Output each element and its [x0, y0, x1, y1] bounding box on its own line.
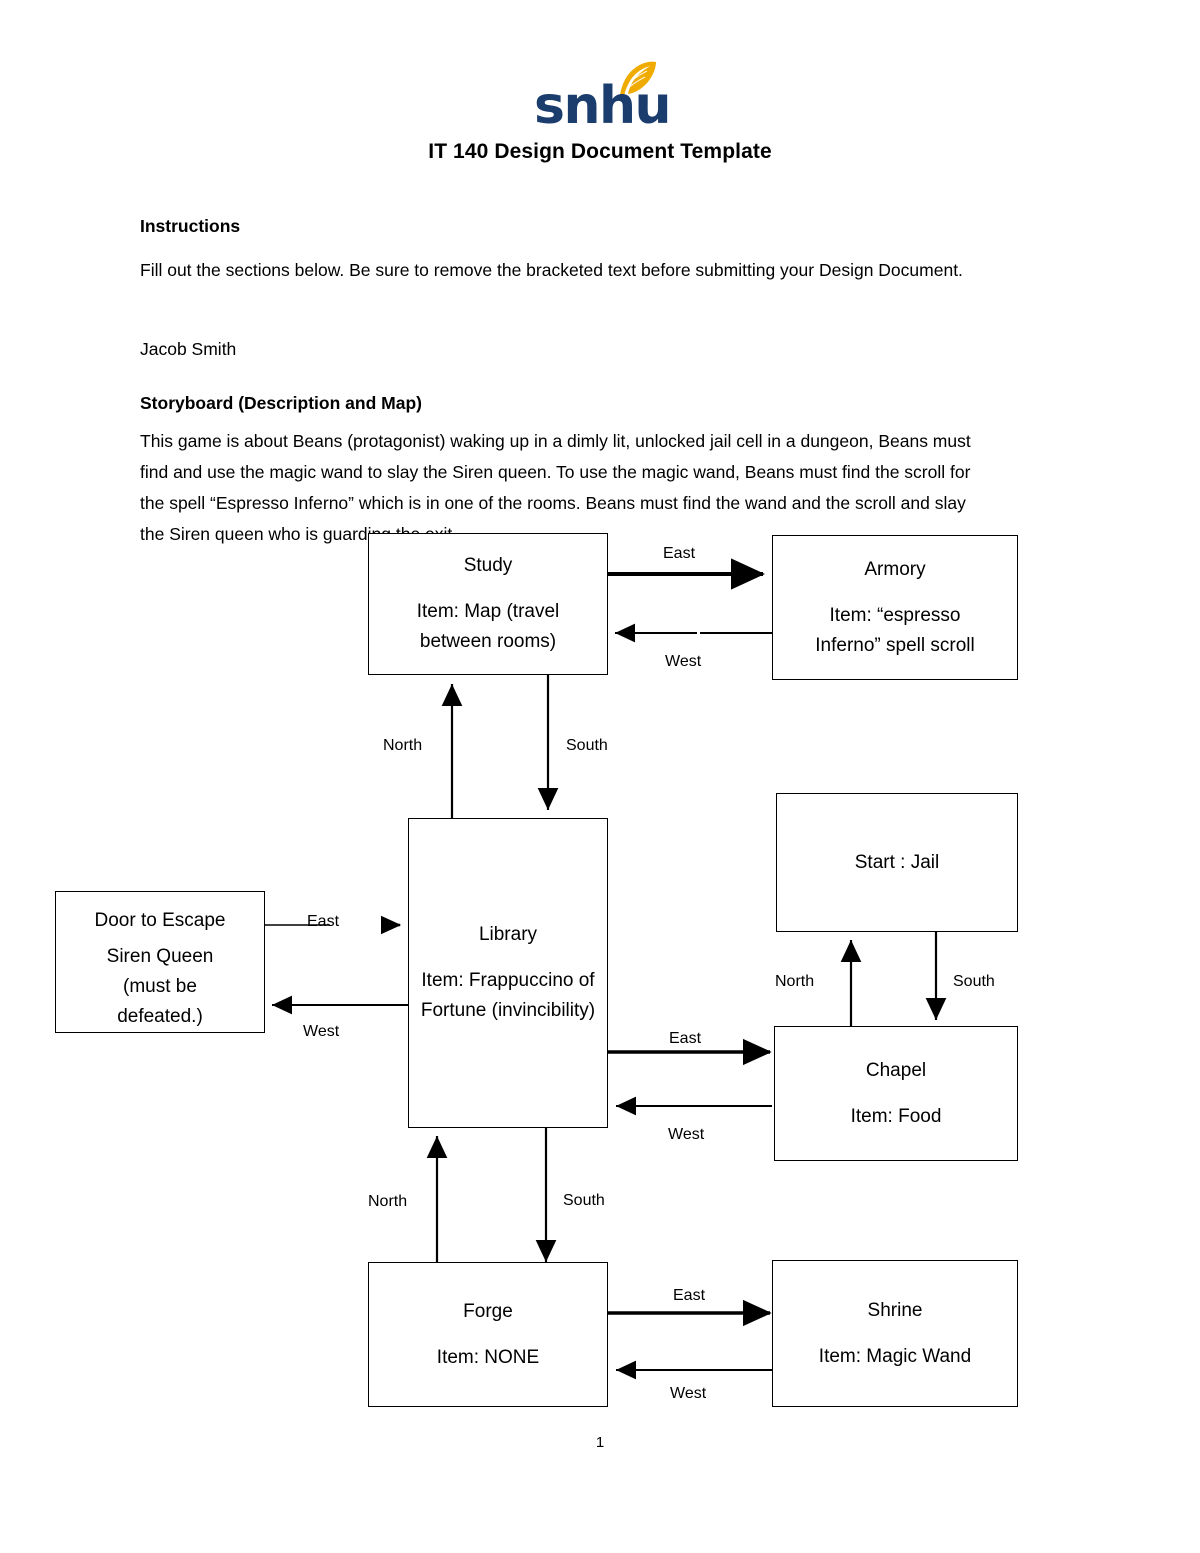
storyboard-heading: Storyboard (Description and Map) — [140, 393, 422, 413]
edge-label-armory-study-west: West — [665, 653, 702, 670]
edge-label-library-forge-south: South — [563, 1192, 605, 1209]
room-title: Door to Escape — [94, 910, 226, 931]
edge-label-library-chapel-east: East — [669, 1030, 702, 1047]
room-title: Armory — [864, 558, 926, 580]
room-item: Item: “espresso Inferno” spell scroll — [815, 604, 975, 656]
room-box-armory[interactable]: Armory Item: “espresso Inferno” spell sc… — [772, 535, 1018, 680]
room-item: Item: Magic Wand — [818, 1345, 972, 1367]
room-title: Forge — [463, 1300, 513, 1322]
room-box-library[interactable]: Library Item: Frappuccino of Fortune (in… — [408, 818, 608, 1128]
edge-label-chapel-jail-north: North — [775, 973, 815, 990]
edge-label-forge-shrine-east: East — [673, 1287, 706, 1304]
snhu-logo: snhu — [0, 61, 1200, 136]
room-box-study[interactable]: Study Item: Map (travel between rooms) — [368, 533, 608, 675]
room-box-jail[interactable]: Start : Jail — [776, 793, 1018, 932]
room-box-door-to-escape[interactable]: Door to Escape Siren Queen (must be defe… — [55, 891, 265, 1033]
feather-icon — [620, 61, 656, 96]
page-title: IT 140 Design Document Template — [428, 140, 772, 163]
room-item: Item: Food — [850, 1105, 942, 1127]
edge-label-study-armory-east: East — [663, 545, 696, 562]
edge-label-library-study-north: North — [383, 737, 423, 754]
room-title: Start : Jail — [854, 851, 940, 873]
room-title: Chapel — [865, 1059, 927, 1081]
storyboard-body: This game is about Beans (protagonist) w… — [140, 431, 971, 544]
edge-label-chapel-library-west: West — [668, 1126, 705, 1143]
edge-label-study-library-south: South — [566, 737, 608, 754]
author-name: Jacob Smith — [140, 339, 237, 359]
page-number: 1 — [595, 1434, 605, 1451]
room-item: Siren Queen (must be defeated.) — [106, 946, 214, 1027]
room-title: Study — [463, 555, 513, 576]
edge-label-jail-chapel-south: South — [953, 973, 995, 990]
instructions-heading: Instructions — [140, 216, 241, 236]
room-box-shrine[interactable]: Shrine Item: Magic Wand — [772, 1260, 1018, 1407]
room-box-chapel[interactable]: Chapel Item: Food — [774, 1026, 1018, 1161]
room-item: Item: Map (travel between rooms) — [416, 601, 560, 652]
room-item: Item: NONE — [436, 1346, 540, 1368]
room-item: Item: Frappuccino of Fortune (invincibil… — [420, 970, 596, 1021]
edge-label-library-door-west: West — [303, 1023, 340, 1040]
room-title: Shrine — [867, 1299, 923, 1321]
room-title: Library — [478, 924, 538, 945]
room-box-forge[interactable]: Forge Item: NONE — [368, 1262, 608, 1407]
edge-label-door-library-east: East — [307, 913, 340, 930]
instructions-body: Fill out the sections below. Be sure to … — [140, 260, 963, 280]
logo-wordmark: snhu — [534, 76, 672, 136]
edge-label-forge-library-north: North — [368, 1193, 408, 1210]
edge-label-shrine-forge-west: West — [670, 1385, 707, 1402]
